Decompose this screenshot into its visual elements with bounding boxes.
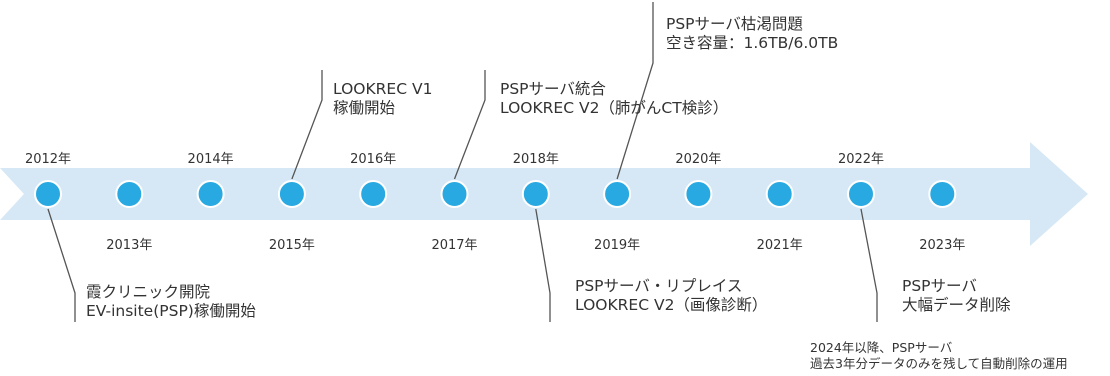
year-label: 2021年 (756, 238, 803, 253)
event-connector-lookrec-v1 (291, 70, 323, 180)
year-label: 2012年 (24, 152, 72, 167)
event-psp-depletion: PSPサーバ枯渇問題空き容量：1.6TB/6.0TB (666, 15, 838, 53)
event-connector-psp-integration (453, 70, 486, 180)
year-label: 2015年 (268, 238, 315, 253)
timeline-dot (440, 180, 469, 208)
year-label: 2023年 (919, 238, 966, 253)
timeline-dot (765, 180, 794, 208)
timeline-dot (521, 180, 550, 208)
note-line-2: 過去3年分データのみを残して自動削除の運用 (810, 356, 1068, 371)
timeline-dot (196, 180, 225, 208)
event-line: PSPサーバ・リプレイス (575, 277, 743, 295)
timeline-dot (847, 180, 875, 208)
timeline-dot (928, 180, 957, 208)
timeline-dots (34, 180, 957, 208)
year-label: 2016年 (350, 152, 397, 167)
event-connector-psp-replace (535, 208, 551, 322)
note-line-1: 2024年以降、PSPサーバ (810, 340, 953, 355)
year-label: 2020年 (675, 152, 722, 167)
event-connector-kasumi-clinic (47, 208, 76, 322)
year-label: 2018年 (512, 152, 559, 167)
timeline-dot (277, 180, 306, 208)
event-line: PSPサーバ枯渇問題 (666, 15, 803, 33)
timeline-dot (115, 180, 144, 208)
event-line: PSPサーバ統合 (500, 80, 606, 98)
future-note: 2024年以降、PSPサーバ 過去3年分データのみを残して自動削除の運用 (810, 340, 1068, 372)
year-label: 2014年 (187, 152, 234, 167)
timeline-dot (359, 180, 388, 208)
event-psp-deletion: PSPサーバ大幅データ削除 (902, 277, 1011, 315)
timeline-dot (684, 180, 713, 208)
event-line: LOOKREC V2（画像診断） (575, 296, 768, 314)
event-line: EV-insite(PSP)稼働開始 (86, 302, 256, 320)
year-label: 2013年 (106, 238, 153, 253)
timeline-dot (603, 180, 632, 208)
event-line: 空き容量：1.6TB/6.0TB (666, 34, 839, 52)
event-line: LOOKREC V1 (333, 80, 433, 98)
event-line: LOOKREC V2（肺がんCT検診） (500, 99, 729, 117)
event-line: 大幅データ削除 (902, 296, 1011, 314)
year-label: 2019年 (594, 238, 641, 253)
event-line: 稼働開始 (333, 99, 396, 117)
year-label: 2022年 (837, 152, 885, 167)
event-line: 霞クリニック開院 (86, 283, 211, 301)
event-connectors (47, 2, 878, 322)
event-connector-psp-depletion (616, 2, 654, 180)
event-line: PSPサーバ (902, 277, 977, 295)
timeline-dot (34, 180, 62, 208)
year-label: 2017年 (431, 238, 478, 253)
event-connector-psp-deletion (860, 208, 878, 322)
